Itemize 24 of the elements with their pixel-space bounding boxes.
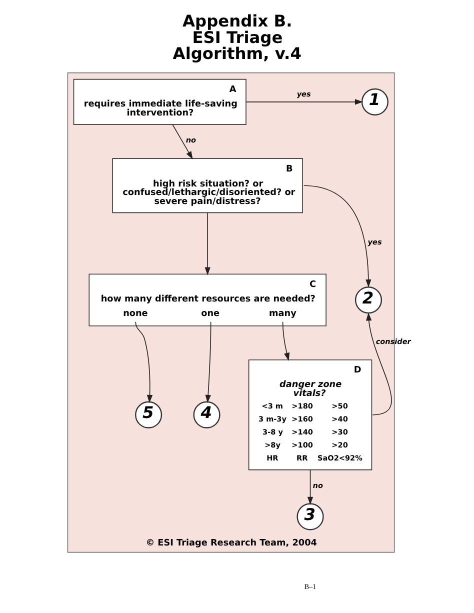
node-circle: 5 (134, 401, 162, 428)
arrow (204, 321, 211, 404)
edge-label: no (185, 136, 196, 145)
edge-label: yes (367, 237, 382, 246)
arrow (366, 312, 392, 416)
edge-label: no (312, 480, 322, 490)
edge-label: consider (375, 336, 410, 346)
node-box: C how many different resources are needed? none one many (88, 274, 326, 326)
node-circle: 1 (360, 88, 388, 116)
arrow (204, 212, 210, 276)
arrow (172, 124, 192, 160)
arrow (306, 470, 313, 505)
node-box: A requires immediate life-saving intervention? (72, 78, 246, 125)
diagram-title: Appendix B. ESI Triage Algorithm, v.4 (172, 12, 301, 64)
arrow (134, 321, 152, 404)
arrow (282, 321, 290, 361)
node-circle: 4 (192, 401, 220, 428)
arrow (302, 185, 371, 288)
node-box: D danger zone vitals? <3 m >180 >50 3 m-3y >160 >40 3-8 y >140 >30 >8y >100 >20 HR RR SaO2<92% (248, 359, 372, 470)
arrow (245, 99, 363, 105)
node-box: B high risk situation? or confused/lethargic/disoriented? or severe pain/distress? (112, 158, 302, 214)
node-circle: 2 (354, 286, 382, 314)
edge-label: yes (296, 89, 310, 98)
node-circle: 3 (296, 503, 324, 530)
